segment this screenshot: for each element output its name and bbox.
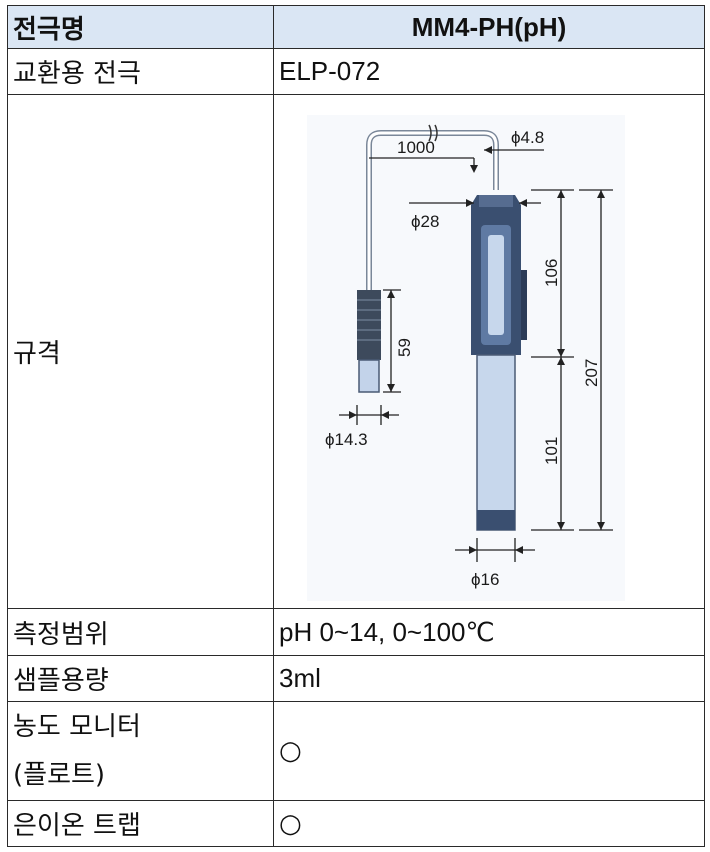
dim-total-length: 207 xyxy=(582,359,601,387)
connector-plug xyxy=(358,359,380,393)
electrode-cap xyxy=(479,195,513,207)
electrode-drawing: 1000 ϕ4.8 ϕ28 ϕ14.3 ϕ16 59 106 207 101 xyxy=(307,115,625,601)
spec-diagram-cell: 1000 ϕ4.8 ϕ28 ϕ14.3 ϕ16 59 106 207 101 xyxy=(273,94,705,609)
row-label-replacement-electrode: 교환용 전극 xyxy=(7,48,274,95)
row-label-spec: 규격 xyxy=(7,94,274,609)
cable-highlight xyxy=(367,131,498,290)
row-value-replacement-electrode: ELP-072 xyxy=(273,48,705,95)
table-row: 교환용 전극 ELP-072 xyxy=(7,48,705,95)
row-label-range: 측정범위 xyxy=(7,608,274,656)
table-row: 측정범위 pH 0~14, 0~100℃ xyxy=(7,608,705,656)
dim-connector-length: 59 xyxy=(395,338,414,357)
row-label-line1: 농도 모니터 xyxy=(13,712,141,742)
electrode-body xyxy=(476,354,516,531)
row-label-sample-volume: 샘플용량 xyxy=(7,655,274,702)
connector-ribs xyxy=(357,299,381,341)
table-row: 농도 모니터 (플로트) ○ xyxy=(7,701,705,801)
header-model: MM4-PH(pH) xyxy=(273,5,705,49)
dim-head-dia: ϕ28 xyxy=(411,212,439,231)
electrode-side-clip xyxy=(521,270,527,340)
dim-connector-dia: ϕ14.3 xyxy=(325,430,368,449)
header-label: 전극명 xyxy=(7,5,274,49)
header-row: 전극명 MM4-PH(pH) xyxy=(7,5,705,49)
spec-table: 전극명 MM4-PH(pH) 교환용 전극 ELP-072 규격 xyxy=(7,5,705,847)
table-row: 규격 xyxy=(7,94,705,609)
row-value-silver-ion-trap: ○ xyxy=(273,800,705,847)
electrode-grip-window xyxy=(488,235,504,335)
row-label-concentration-monitor: 농도 모니터 (플로트) xyxy=(7,701,274,801)
row-label-silver-ion-trap: 은이온 트랩 xyxy=(7,800,274,847)
row-value-range: pH 0~14, 0~100℃ xyxy=(273,608,705,656)
row-label-line2: (플로트) xyxy=(13,760,106,790)
electrode-diagram: 1000 ϕ4.8 ϕ28 ϕ14.3 ϕ16 59 106 207 101 xyxy=(279,96,704,608)
dimension-arrows xyxy=(349,146,605,554)
connector-body xyxy=(357,290,381,360)
drawing-background xyxy=(307,115,625,601)
electrode-tip xyxy=(477,510,515,530)
table-row: 샘플용량 3ml xyxy=(7,655,705,702)
dim-lower-length: 101 xyxy=(542,437,561,465)
cable-break-mark xyxy=(428,124,438,142)
row-value-concentration-monitor: ○ xyxy=(273,701,705,801)
dim-cable-length: 1000 xyxy=(397,138,435,157)
row-value-sample-volume: 3ml xyxy=(273,655,705,702)
table-row: 은이온 트랩 ○ xyxy=(7,800,705,847)
dim-upper-length: 106 xyxy=(542,259,561,287)
dim-tip-dia: ϕ16 xyxy=(471,570,499,589)
dim-cable-dia: ϕ4.8 xyxy=(511,128,544,147)
